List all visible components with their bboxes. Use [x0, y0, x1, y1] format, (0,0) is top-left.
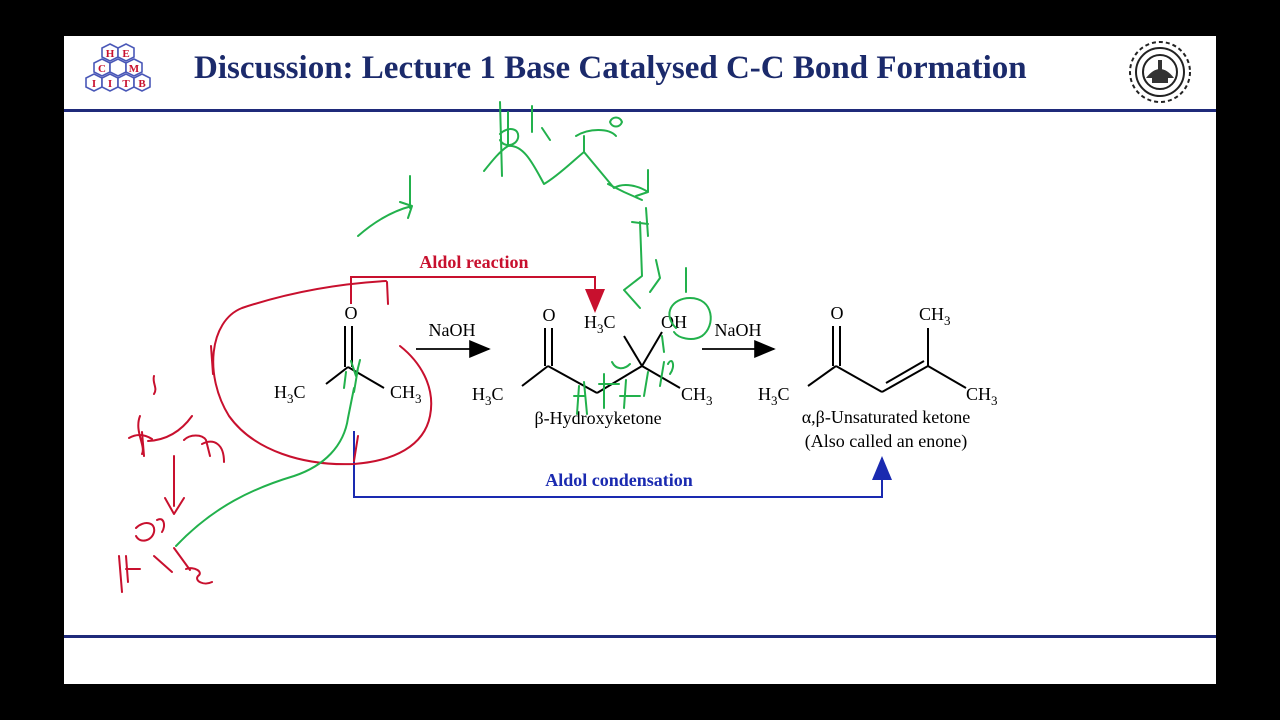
- iitb-seal-icon: [1129, 41, 1191, 103]
- acetone-right-methyl: CH3: [390, 382, 422, 406]
- red-loop-scribble: [212, 280, 433, 466]
- enone-note: (Also called an enone): [805, 431, 967, 452]
- enone-left-methyl: H3C: [758, 384, 790, 408]
- reagent-1: NaOH: [429, 320, 476, 340]
- slide-title: Discussion: Lecture 1 Base Catalysed C-C…: [194, 50, 1027, 86]
- enone-right-methyl: CH3: [966, 384, 998, 408]
- enone-name: α,β-Unsaturated ketone: [802, 407, 971, 427]
- footer-rule: [64, 635, 1216, 638]
- green-intermediate-sketch: [483, 101, 649, 237]
- green-oh-circle: [661, 267, 712, 353]
- logo-hex-9: [133, 73, 151, 92]
- slide: Discussion: Lecture 1 Base Catalysed C-C…: [64, 36, 1216, 684]
- enone-top-methyl: CH3: [919, 304, 951, 328]
- green-curved-arrow-top: [357, 175, 413, 237]
- logo-letter: I: [108, 78, 112, 90]
- logo-hex-2: [117, 43, 135, 62]
- red-enolate-scribble: [118, 375, 225, 593]
- hydroxyketone-name: β-Hydroxyketone: [534, 408, 661, 428]
- acetone-oxygen: O: [345, 303, 358, 323]
- reagent-2: NaOH: [715, 320, 762, 340]
- logo-hex-5: [125, 58, 143, 77]
- logo-letter: I: [92, 78, 96, 90]
- title-underline: [64, 109, 1216, 112]
- hydroxyketone-oxygen: O: [543, 305, 556, 325]
- logo-letter: C: [98, 63, 106, 75]
- reaction-scheme: Aldol reaction Aldol condensation O H3C …: [118, 101, 998, 593]
- red-annotations: [118, 280, 433, 593]
- chem-iitb-logo: H E C M I I T B: [85, 43, 151, 92]
- aldol-reaction-label: Aldol reaction: [419, 252, 528, 272]
- green-annotations: [175, 101, 712, 547]
- logo-letter: H: [106, 48, 115, 60]
- green-attack-arrow: [175, 359, 361, 547]
- enone-oxygen: O: [831, 303, 844, 323]
- logo-letter: E: [122, 48, 129, 60]
- enone-structure: [807, 326, 967, 393]
- hydroxyketone-upper-methyl: H3C: [584, 312, 616, 336]
- acetone-structure: [325, 326, 385, 389]
- red-tick-1: [386, 281, 389, 305]
- hydroxyketone-hydroxyl: OH: [661, 312, 687, 332]
- logo-letter: M: [129, 63, 140, 75]
- aldol-reaction-bracket: [350, 276, 605, 313]
- logo-letter: B: [138, 78, 146, 90]
- hydroxyketone-left-methyl: H3C: [472, 384, 504, 408]
- aldol-condensation-label: Aldol condensation: [545, 470, 693, 490]
- green-down-arrow: [623, 221, 661, 309]
- green-proton-scribble: [573, 360, 675, 415]
- logo-letter: T: [122, 78, 130, 90]
- hydroxyketone-right-methyl: CH3: [681, 384, 713, 408]
- acetone-left-methyl: H3C: [274, 382, 306, 406]
- red-tick-2: [210, 345, 214, 375]
